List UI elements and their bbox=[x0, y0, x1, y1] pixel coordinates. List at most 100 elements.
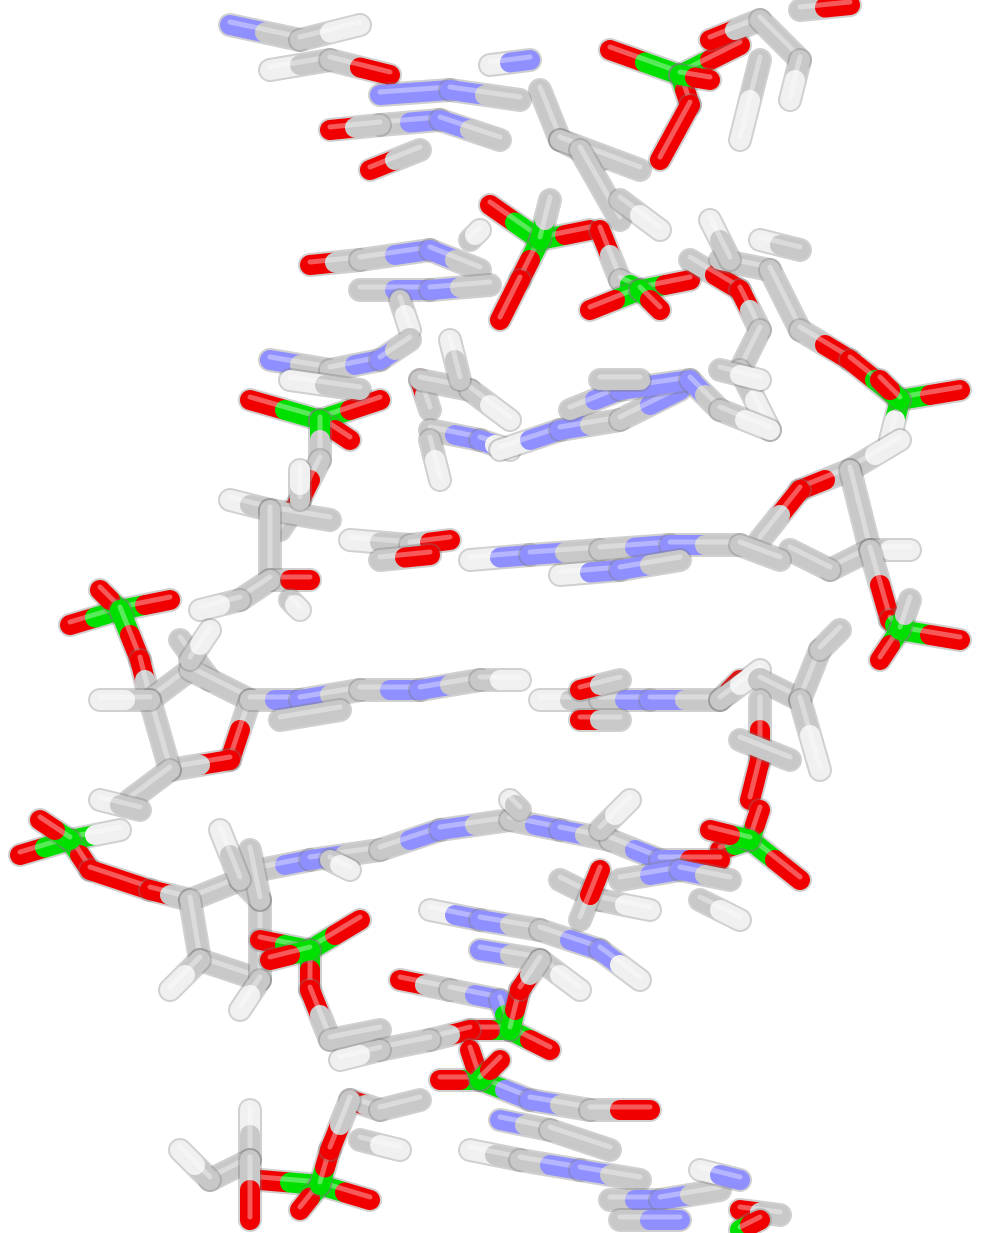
bond-hydrogen-carbon bbox=[438, 328, 472, 392]
half-bond-oxygen bbox=[290, 1187, 320, 1220]
bond-carbon-nitrogen bbox=[368, 818, 452, 862]
bond-carbon-hydrogen bbox=[158, 948, 212, 1002]
bond-oxygen-carbon bbox=[318, 113, 392, 142]
half-bond-hydrogen bbox=[730, 365, 770, 390]
bond-phosphorus-carbon bbox=[888, 588, 922, 642]
bond-carbon-hydrogen bbox=[458, 218, 492, 252]
half-bond-hydrogen bbox=[465, 220, 490, 245]
bond-carbon-carbon bbox=[728, 533, 792, 572]
half-bond-hydrogen bbox=[370, 1135, 410, 1160]
bond-oxygen-carbon bbox=[748, 478, 812, 552]
half-bond-carbon bbox=[345, 1020, 390, 1045]
bond-nitrogen-carbon bbox=[418, 238, 492, 282]
half-bond-hydrogen bbox=[630, 205, 670, 240]
bond-carbon-carbon bbox=[318, 1018, 392, 1052]
half-bond-hydrogen bbox=[780, 70, 805, 110]
bond-carbon-hydrogen bbox=[728, 48, 772, 152]
bond-hydrogen-nitrogen bbox=[688, 1158, 752, 1192]
bond-carbon-hydrogen bbox=[458, 378, 522, 432]
bond-carbon-oxygen bbox=[568, 858, 612, 932]
bond-carbon-nitrogen bbox=[608, 378, 692, 432]
half-bond-oxygen bbox=[520, 1030, 560, 1060]
bond-carbon-hydrogen bbox=[168, 1138, 222, 1192]
half-bond-oxygen bbox=[640, 290, 670, 320]
bond-phosphorus-oxygen bbox=[258, 938, 322, 972]
half-bond-oxygen bbox=[335, 1182, 380, 1210]
half-bond-hydrogen bbox=[85, 820, 130, 845]
bond-carbon-hydrogen bbox=[278, 588, 312, 622]
bond-carbon-carbon bbox=[588, 368, 652, 392]
bond-carbon-carbon bbox=[778, 538, 842, 582]
bond-oxygen-carbon bbox=[568, 708, 632, 732]
half-bond-oxygen bbox=[920, 625, 970, 650]
half-bond-hydrogen bbox=[710, 900, 750, 930]
bond-phosphorus-oxygen bbox=[868, 368, 912, 412]
half-bond-carbon bbox=[710, 230, 740, 270]
half-bond-nitrogen bbox=[500, 50, 540, 73]
half-bond-oxygen bbox=[395, 545, 440, 568]
bond-hydrogen-carbon bbox=[698, 208, 742, 272]
bond-oxygen-oxygen bbox=[648, 93, 702, 172]
bond-carbon-oxygen bbox=[368, 543, 442, 572]
half-bond-oxygen bbox=[700, 820, 740, 845]
half-bond-hydrogen bbox=[605, 790, 640, 825]
bond-carbon-hydrogen bbox=[708, 358, 772, 392]
bond-phosphorus-oxygen bbox=[668, 63, 722, 92]
bond-carbon-hydrogen bbox=[708, 398, 782, 442]
half-bond-carbon bbox=[460, 120, 510, 150]
half-bond-carbon bbox=[385, 330, 420, 360]
bond-nitrogen-carbon bbox=[608, 548, 692, 582]
bond-carbon-oxygen bbox=[788, 0, 862, 22]
half-bond-oxygen bbox=[325, 910, 370, 945]
half-bond-carbon bbox=[590, 175, 630, 230]
half-bond-oxygen bbox=[135, 590, 180, 615]
half-bond-nitrogen bbox=[640, 380, 690, 415]
half-bond-carbon bbox=[780, 540, 820, 570]
half-bond-hydrogen bbox=[610, 955, 650, 990]
half-bond-oxygen bbox=[870, 370, 900, 400]
half-bond-carbon bbox=[120, 775, 160, 810]
half-bond-carbon bbox=[570, 1130, 620, 1160]
half-bond-hydrogen bbox=[230, 985, 260, 1020]
half-bond-carbon bbox=[895, 590, 920, 625]
half-bond-carbon bbox=[590, 670, 630, 695]
half-bond-oxygen bbox=[260, 945, 300, 970]
half-bond-carbon bbox=[445, 350, 470, 390]
half-bond-oxygen bbox=[650, 122, 685, 170]
half-bond-oxygen bbox=[815, 0, 860, 18]
half-bond-hydrogen bbox=[425, 450, 450, 490]
bond-carbon-hydrogen bbox=[388, 288, 422, 342]
bond-carbon-hydrogen bbox=[418, 428, 452, 492]
half-bond-oxygen bbox=[870, 635, 900, 670]
half-bond-carbon bbox=[640, 550, 690, 575]
bond-hydrogen-carbon bbox=[278, 368, 372, 402]
half-bond-oxygen bbox=[420, 530, 460, 553]
bond-carbon-hydrogen bbox=[788, 688, 832, 782]
half-bond-carbon bbox=[345, 115, 390, 138]
half-bond-carbon bbox=[300, 700, 350, 725]
half-bond-hydrogen bbox=[865, 430, 910, 465]
bond-hydrogen-carbon bbox=[498, 788, 532, 822]
half-bond-carbon bbox=[535, 190, 560, 230]
half-bond-oxygen bbox=[580, 290, 625, 320]
half-bond-hydrogen bbox=[160, 965, 195, 1000]
half-bond-hydrogen bbox=[190, 620, 220, 655]
bond-carbon-hydrogen bbox=[588, 888, 662, 922]
bond-layer bbox=[8, 0, 972, 1233]
half-bond-hydrogen bbox=[320, 15, 370, 43]
bond-carbon-hydrogen bbox=[328, 1038, 392, 1072]
half-bond-oxygen bbox=[580, 860, 610, 905]
half-bond-oxygen bbox=[460, 1040, 485, 1075]
half-bond-oxygen bbox=[555, 220, 600, 245]
bond-carbon-hydrogen bbox=[588, 788, 642, 842]
bond-carbon-carbon bbox=[238, 838, 272, 912]
bond-phosphorus-oxygen bbox=[468, 1048, 512, 1092]
bond-carbon-oxygen bbox=[578, 1098, 662, 1122]
bond-carbon-carbon bbox=[538, 1118, 622, 1162]
half-bond-carbon bbox=[475, 85, 530, 110]
bond-carbon-hydrogen bbox=[188, 588, 252, 622]
bond-oxygen-carbon bbox=[318, 1088, 362, 1162]
half-bond-hydrogen bbox=[735, 410, 780, 440]
